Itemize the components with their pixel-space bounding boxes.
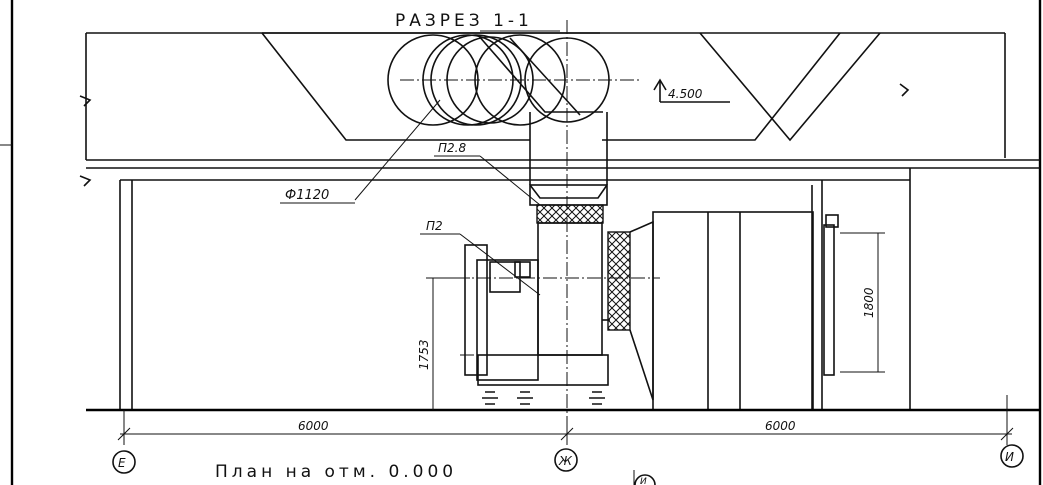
fan-unit xyxy=(455,184,660,405)
diameter-label: Ф1120 xyxy=(285,188,329,203)
flex-connector-top xyxy=(536,204,604,224)
axis-bubble-i-partial: И xyxy=(633,470,656,485)
building-walls xyxy=(119,168,911,410)
dim-axis-line xyxy=(117,395,1014,445)
label-p28: П2.8 xyxy=(438,141,466,155)
dim-1800 xyxy=(840,232,885,373)
dim-1800-label: 1800 xyxy=(862,287,876,318)
dim-6000-right: 6000 xyxy=(765,419,796,433)
roof-truss xyxy=(79,32,1040,187)
flex-connector-side xyxy=(607,231,631,331)
air-handling-unit xyxy=(629,185,839,411)
diameter-leader xyxy=(354,99,441,201)
label-p2: П2 xyxy=(426,219,443,233)
elevation-marker xyxy=(653,78,730,103)
dim-6000-left: 6000 xyxy=(298,419,329,433)
svg-text:И: И xyxy=(640,477,647,485)
dim-1753-label: 1753 xyxy=(417,339,431,370)
axis-bubble-i: И xyxy=(1000,444,1024,468)
svg-text:Е: Е xyxy=(118,456,126,470)
axis-bubble-e: Е xyxy=(112,450,136,474)
plan-title: План на отм. 0.000 xyxy=(215,462,457,482)
elevation-label: 4.500 xyxy=(668,87,703,101)
dim-1753 xyxy=(426,277,470,410)
axis-bubble-zh: Ж xyxy=(554,448,578,472)
duct-circles xyxy=(387,20,640,440)
svg-text:И: И xyxy=(1005,450,1014,464)
section-title: РАЗРЕЗ 1-1 xyxy=(395,11,533,31)
svg-text:Ж: Ж xyxy=(558,454,573,468)
